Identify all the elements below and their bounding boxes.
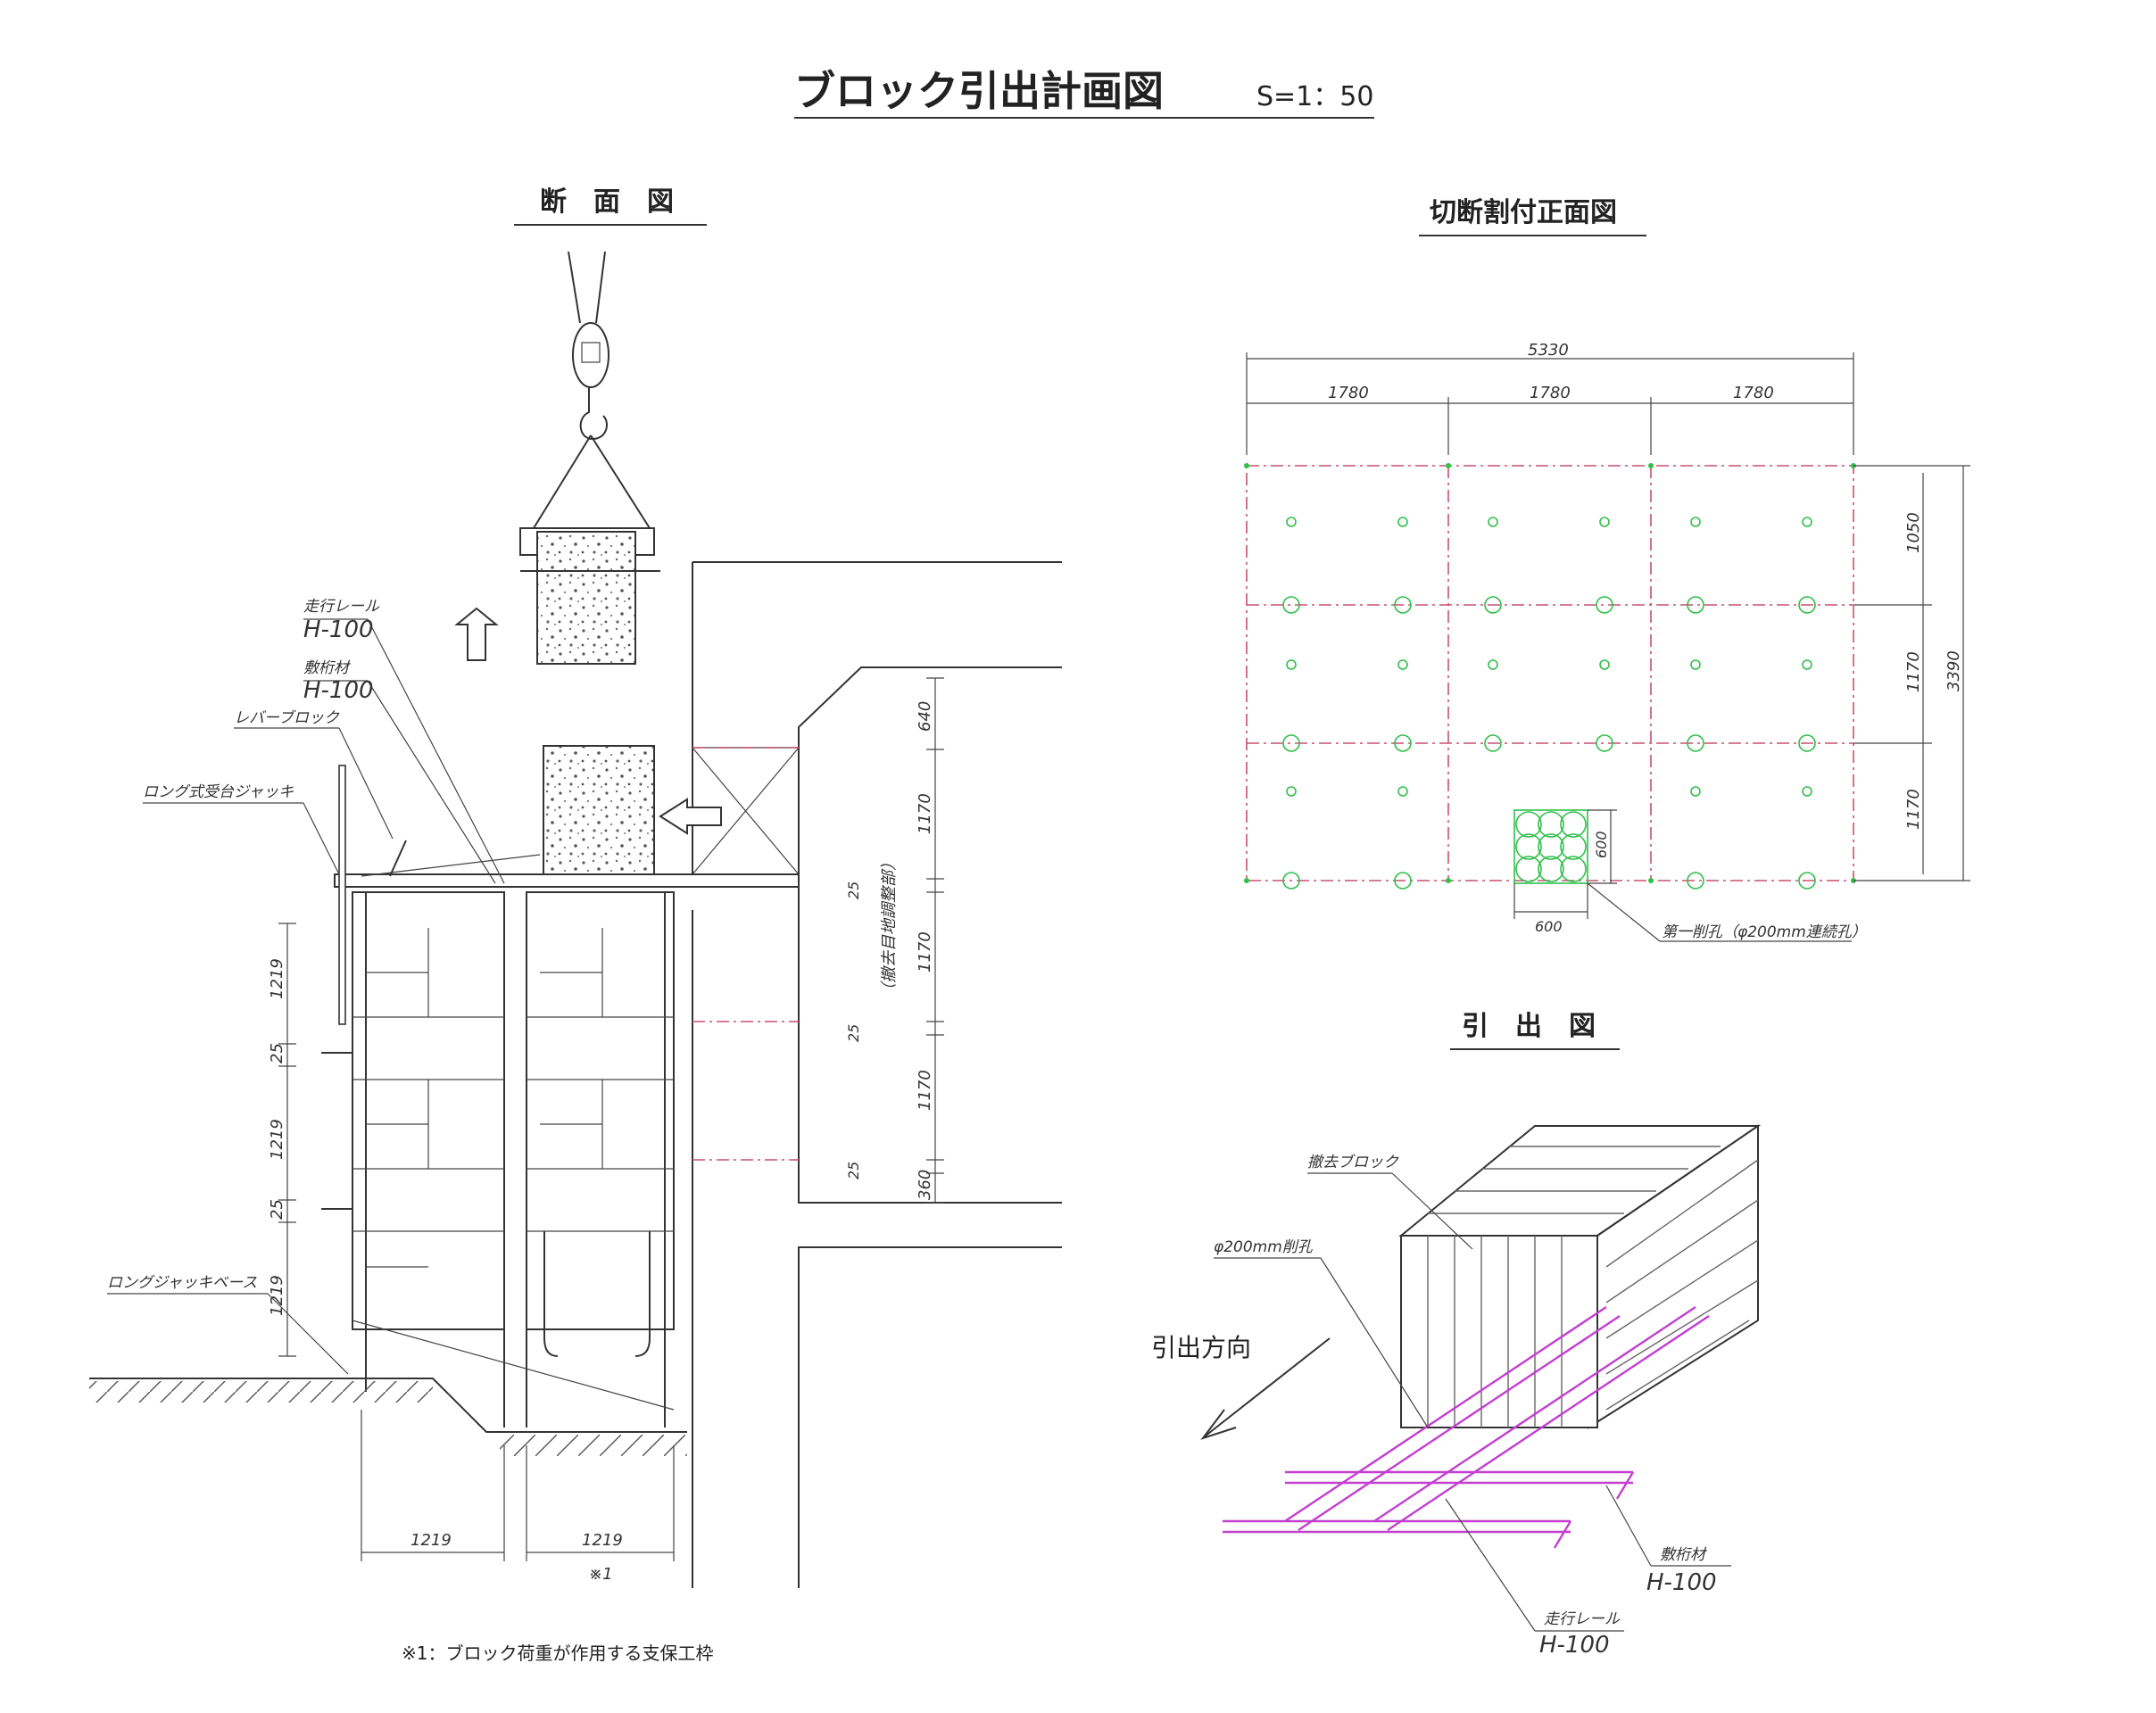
dim-left-5: 1219	[268, 1275, 286, 1316]
pull-beam-spec: H-100	[1646, 1569, 1717, 1596]
label-jack-base: ロングジャッキベース	[107, 1274, 257, 1292]
dim-right-1: 640	[916, 701, 934, 732]
section-title: 断 面 図	[540, 186, 674, 218]
dim-right-8: 360	[916, 1170, 934, 1200]
front-dim-right-3: 1170	[1904, 789, 1923, 830]
rail-deck	[334, 765, 800, 1025]
front-dim-right-1: 1050	[1904, 512, 1923, 553]
dim-bottom-2: 1219	[582, 1531, 623, 1550]
pull-rail-spec: H-100	[1539, 1632, 1610, 1659]
dim-left-2: 25	[268, 1043, 286, 1063]
removed-block-3d	[1398, 1124, 1762, 1429]
rails-and-beams	[1223, 1306, 1710, 1549]
building-wall	[692, 561, 1062, 1588]
front-title: 切断割付正面図	[1430, 197, 1617, 228]
dim-right-7: 25	[845, 1162, 862, 1179]
dim-right-2: 1170	[916, 793, 934, 834]
front-dim-right-2: 1170	[1904, 651, 1923, 692]
pull-direction: 引出方向	[1151, 1333, 1331, 1440]
pull-direction-label: 引出方向	[1151, 1333, 1251, 1362]
dim-right-6: 1170	[916, 1070, 934, 1111]
label-rail: 走行レール	[303, 598, 380, 616]
scaffold-frames	[321, 891, 675, 1428]
label-jack: ロング式受台ジャッキ	[143, 783, 294, 801]
pull-title: 引 出 図	[1462, 1011, 1596, 1042]
section-leaders	[107, 618, 505, 1375]
pull-view: 引 出 図	[1151, 1011, 1762, 1659]
support-zone-label: （撤去目地調整部）	[880, 855, 899, 999]
hanging-block	[519, 527, 660, 665]
dim-left-3: 1219	[268, 1119, 286, 1160]
drawing-header: ブロック引出計画図 S=1：50	[794, 67, 1374, 119]
drawing-title: ブロック引出計画図	[794, 67, 1164, 115]
drill-holes	[1244, 463, 1856, 890]
section-note: ※1：ブロック荷重が作用する支保工枠	[402, 1643, 713, 1664]
pull-leaders	[1214, 1172, 1731, 1632]
dims-bottom: 1219 1219 ※1	[361, 1410, 675, 1584]
dims-left: 1219 25 1219 25 1219	[268, 923, 296, 1357]
dim-right-3: 25	[845, 881, 862, 899]
core-hole-cluster: 600 600 第一削孔（φ200mm連続孔）	[1513, 809, 1867, 942]
front-dim-top-2: 1780	[1530, 384, 1571, 402]
pull-direction-arrow-icon	[659, 798, 722, 835]
label-rail-spec: H-100	[303, 617, 374, 643]
label-beam-spec: H-100	[303, 677, 374, 704]
core-dim-height: 600	[1593, 831, 1610, 858]
core-dim-width: 600	[1535, 918, 1563, 935]
front-dim-top-1: 1780	[1328, 384, 1369, 402]
pulled-block	[543, 745, 722, 884]
pull-hole-label: φ200mm削孔	[1214, 1238, 1314, 1256]
ground	[89, 1378, 687, 1456]
pull-beam-label: 敷桁材	[1660, 1546, 1707, 1564]
pull-block-label: 撤去ブロック	[1307, 1154, 1399, 1171]
cut-grid	[1246, 465, 1854, 881]
front-view: 切断割付正面図 5330 1780 1780 1780	[1244, 197, 1970, 942]
front-dims-right: 1050 1170 1170 3390	[1853, 465, 1970, 881]
pull-rail-label: 走行レール	[1544, 1610, 1621, 1628]
dims-right: 640 1170 25 1170 25 1170 25 360 （撤去目地調整部…	[845, 677, 944, 1204]
dim-bottom-1: 1219	[410, 1531, 452, 1550]
label-lever-block: レバーブロック	[234, 709, 340, 727]
section-view: 断 面 図	[89, 186, 1062, 1664]
dim-left-4: 25	[268, 1199, 286, 1220]
front-dim-total: 5330	[1528, 341, 1569, 360]
core-hole-label: 第一削孔（φ200mm連続孔）	[1662, 923, 1867, 941]
support-mark: ※1	[589, 1565, 613, 1584]
dim-left-1: 1219	[268, 958, 286, 999]
crane-hook	[533, 251, 651, 529]
label-beam: 敷桁材	[303, 659, 351, 677]
front-dim-top-3: 1780	[1733, 384, 1774, 402]
front-dim-height: 3390	[1945, 650, 1963, 691]
lift-up-arrow-icon	[454, 607, 499, 661]
front-dims-top: 5330 1780 1780 1780	[1246, 341, 1854, 455]
dim-right-4: 1170	[916, 931, 934, 972]
dim-right-5: 25	[845, 1024, 862, 1042]
drawing-scale: S=1：50	[1256, 81, 1373, 112]
